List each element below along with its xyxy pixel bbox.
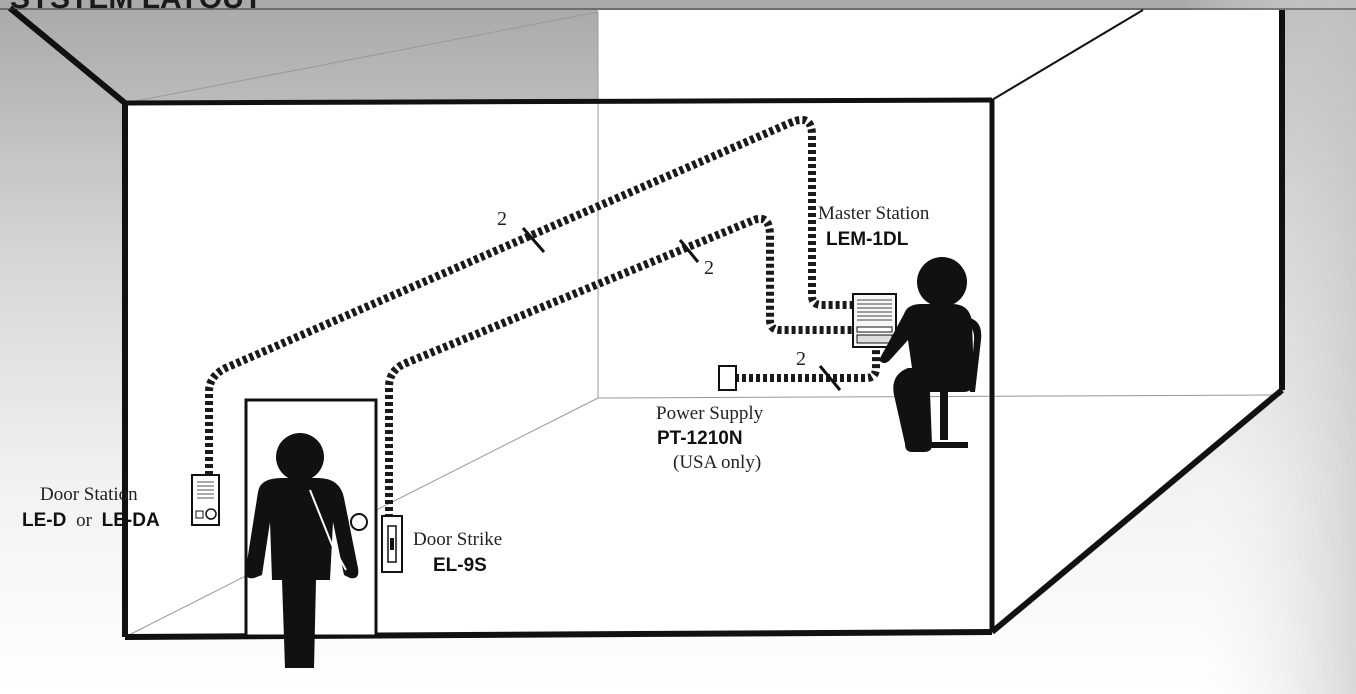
master-station-caption: Master Station [818,203,930,224]
ceiling-left-edge [124,11,599,104]
label-master-station: Master Station LEM-1DL [818,203,930,250]
door-knob [350,513,368,531]
door-strike-unit [381,515,403,573]
door-strike-model: EL-9S [433,555,487,576]
master-station-unit [852,293,897,348]
door-station-model-line: LE-D or LE-DA [22,510,160,531]
cable-count-door-strike: 2 [704,257,714,279]
label-door-station: Door Station LE-D or LE-DA [22,484,160,531]
cable-master-to-door-strike [385,214,853,518]
door-station-caption: Door Station [40,484,138,505]
door-station-model-b: LE-DA [102,510,160,531]
right-wall [992,10,1282,632]
tick-mark-3 [818,365,842,391]
cable-power-supply-to-master [735,345,880,382]
room-box [0,5,1356,640]
cable-ticks [521,227,842,391]
room-top-edge [124,97,993,106]
seated-person-figure [879,257,982,452]
power-supply-model: PT-1210N [657,428,743,449]
label-power-supply: Power Supply PT-1210N (USA only) [656,403,764,473]
label-door-strike: Door Strike EL-9S [413,529,502,576]
master-station-model: LEM-1DL [826,229,909,250]
door-station-joiner: or [76,510,93,531]
tick-mark-1 [521,227,546,253]
cable-count-power-supply: 2 [796,348,806,370]
room-top-right-diagonal [991,9,1144,101]
page-title: SYSTEM LAYOUT [10,0,262,15]
power-supply-unit [718,365,737,391]
power-supply-note: (USA only) [673,452,761,473]
cables [205,116,880,518]
standing-person-figure [245,433,359,668]
door-station-unit [191,474,220,526]
tick-mark-2 [678,239,700,263]
door-strike-caption: Door Strike [413,529,502,550]
cable-count-door-station: 2 [497,208,507,230]
power-supply-caption: Power Supply [656,403,764,424]
room-bottom-right-diagonal [990,387,1284,635]
door-station-model-a: LE-D [22,510,66,531]
